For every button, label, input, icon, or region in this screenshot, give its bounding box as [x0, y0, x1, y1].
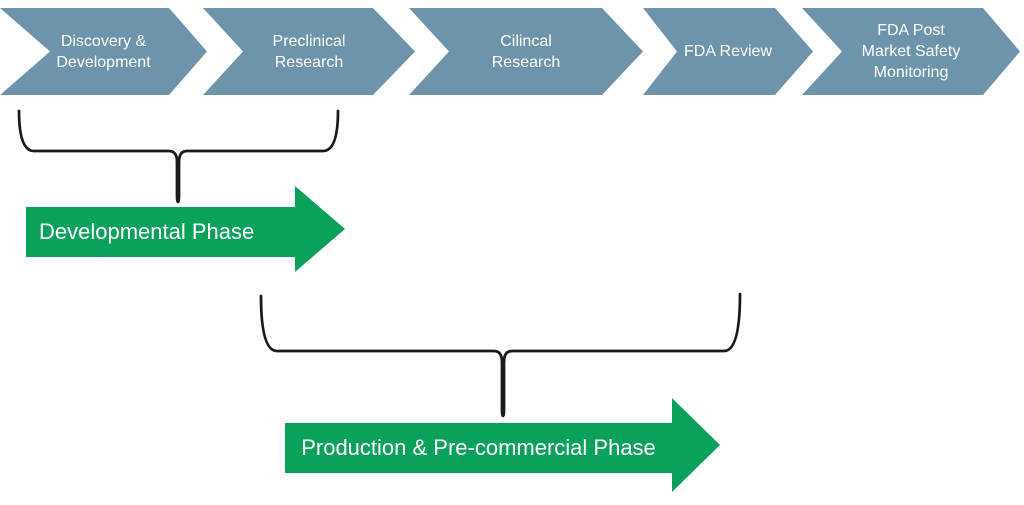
- production-phase-label: Production & Pre-commercial Phase: [301, 435, 656, 460]
- arrow-production-head-icon: [672, 398, 720, 492]
- chevron-discovery-development: Discovery & Development: [0, 8, 207, 95]
- arrow-developmental-body: Developmental Phase: [26, 207, 308, 257]
- chevron-preclinical-research: Preclinical Research: [203, 8, 415, 95]
- chevron-label-fda-post-market: FDA Post Market Safety Monitoring: [861, 22, 961, 81]
- arrow-developmental-phase: Developmental Phase: [26, 186, 345, 273]
- arrow-production-phase: Production & Pre-commercial Phase: [285, 398, 720, 493]
- developmental-phase-label: Developmental Phase: [39, 219, 255, 244]
- chevron-clinical-research: Cilincal Research: [409, 8, 643, 95]
- arrow-production-body: Production & Pre-commercial Phase: [285, 423, 672, 473]
- chevron-label-clinical-research: Cilincal Research: [491, 32, 561, 71]
- chevron-label-fda-review: FDA Review: [683, 43, 773, 60]
- chevron-label-discovery-development: Discovery & Development: [56, 32, 151, 71]
- chevron-fda-post-market: FDA Post Market Safety Monitoring: [802, 8, 1020, 95]
- chevron-fda-review: FDA Review: [643, 8, 813, 95]
- chevron-label-preclinical-research: Preclinical Research: [272, 32, 346, 71]
- arrow-developmental-head-icon: [295, 186, 345, 272]
